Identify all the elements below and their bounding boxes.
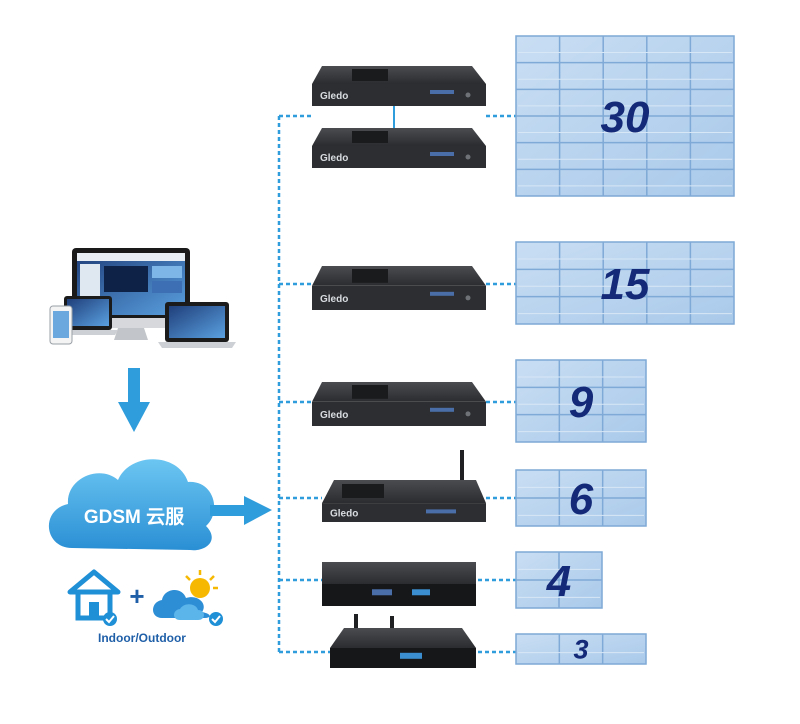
device-port [430, 90, 454, 94]
phone-icon [49, 305, 73, 345]
device-port [430, 291, 454, 296]
device-port [430, 152, 454, 156]
wall-count-label: 30 [601, 93, 650, 142]
device-top [312, 128, 486, 146]
device-button [465, 411, 471, 417]
device-logo: Gledo [320, 153, 348, 164]
video-wall-panel [515, 633, 647, 665]
device-top [322, 562, 476, 584]
video-wall-30: 30 [515, 35, 735, 197]
device-vent [352, 269, 388, 283]
video-wall-15: 15 [515, 241, 735, 325]
device-front [312, 84, 486, 106]
device-front [322, 503, 486, 522]
down-arrow-icon [118, 368, 150, 432]
cloud-icon [48, 459, 215, 551]
device-top [312, 66, 486, 84]
device-front [312, 146, 486, 168]
device-button [465, 154, 471, 160]
wall-count-label: 9 [569, 378, 594, 427]
video-wall-9: 9 [515, 359, 647, 443]
laptop-icon [158, 302, 236, 348]
media-player-player-3 [330, 614, 476, 668]
device-port [400, 652, 422, 659]
device-vent [352, 131, 388, 143]
antenna-icon [390, 616, 394, 632]
device-button [465, 92, 471, 98]
device-vent [352, 69, 388, 81]
weather-icon [153, 570, 223, 626]
video-wall-4: 4 [515, 551, 603, 609]
plus-sign: + [129, 581, 144, 611]
antenna-icon [460, 450, 464, 482]
right-arrow-icon [210, 496, 272, 525]
device-port [426, 509, 456, 514]
device-port [430, 407, 454, 412]
antenna-icon [354, 614, 358, 632]
device-button [465, 295, 471, 301]
media-player-player-30-a: Gledo [312, 66, 486, 106]
client-devices-illustration [49, 248, 236, 348]
device-logo: Gledo [320, 294, 348, 305]
device-logo: Gledo [320, 410, 348, 421]
wall-count-label: 15 [601, 260, 650, 309]
video-walls-layer: 30 15 9 6 43 [515, 35, 735, 665]
wall-count-label: 6 [569, 475, 594, 524]
wall-connectors [478, 114, 516, 654]
device-logo: Gledo [320, 91, 348, 102]
media-player-player-4 [322, 562, 476, 606]
device-front [322, 584, 476, 606]
device-logo: Gledo [330, 509, 358, 520]
wall-count-label: 3 [573, 635, 588, 665]
laptop-small-icon [59, 296, 118, 335]
wall-count-label: 4 [546, 557, 571, 606]
device-vent [352, 385, 388, 399]
device-top [312, 266, 486, 286]
media-player-player-6: Gledo [322, 450, 486, 522]
device-top [330, 628, 476, 648]
video-wall-panel [515, 241, 735, 325]
device-vent [342, 484, 384, 498]
home-icon [67, 569, 121, 626]
video-wall-6: 6 [515, 469, 647, 527]
media-player-player-30-b: Gledo [312, 128, 486, 168]
device-front [312, 285, 486, 310]
device-port [412, 589, 430, 596]
media-player-player-9: Gledo [312, 382, 486, 426]
device-port [372, 589, 392, 596]
media-player-player-15: Gledo [312, 266, 486, 310]
device-front [312, 401, 486, 426]
video-wall-3: 3 [515, 633, 647, 665]
device-connectors [279, 114, 330, 654]
device-top [312, 382, 486, 402]
cloud-label: GDSM 云服 [84, 506, 185, 528]
environment-label: Indoor/Outdoor [98, 631, 186, 645]
video-wall-panel [515, 359, 647, 443]
